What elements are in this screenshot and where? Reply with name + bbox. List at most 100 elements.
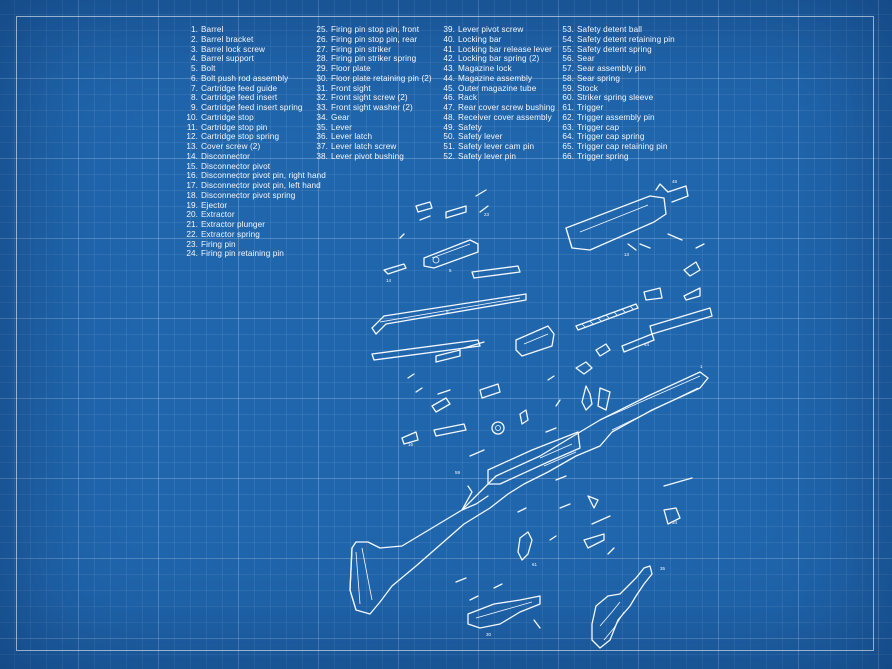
legend-entry: 15.Disconnector pivot: [180, 162, 326, 172]
legend-entry-label: Safety detent ball: [577, 25, 643, 34]
legend-entry: 34.Gear: [310, 113, 432, 123]
legend-entry: 31.Front sight: [310, 84, 432, 94]
legend-entry-label: Cartridge stop spring: [201, 132, 280, 142]
legend-entry-number: 19.: [186, 200, 198, 210]
legend-entry-number: 26.: [316, 34, 328, 44]
legend-entry-label: Rear cover screw bushing: [458, 103, 556, 112]
legend-entry: 43.Magazine lock: [437, 64, 555, 74]
legend-entry-number: 46.: [443, 93, 455, 103]
legend-entry-label: Safety lever pin: [458, 151, 517, 161]
legend-entry: 17.Disconnector pivot pin, left hand: [180, 181, 326, 191]
legend-entry: 3.Barrel lock screw: [180, 45, 326, 55]
legend-entry: 5.Bolt: [180, 64, 326, 74]
legend-entry-label: Firing pin striker spring: [331, 54, 417, 64]
legend-entry-number: 52.: [443, 151, 455, 161]
legend-entry-label: Floor plate: [331, 64, 371, 73]
callout-34: 34: [672, 520, 678, 525]
legend-entry: 26.Firing pin stop pin, rear: [310, 35, 432, 45]
legend-entry-label: Barrel support: [201, 54, 254, 64]
legend-entry-number: 36.: [316, 132, 328, 142]
legend-entry: 57.Sear assembly pin: [556, 64, 675, 74]
legend-entry: 14.Disconnector: [180, 152, 326, 162]
legend-entry: 30.Floor plate retaining pin (2): [310, 74, 432, 84]
legend-entry-number: 21.: [186, 220, 198, 229]
legend-entry-label: Locking bar spring (2): [458, 54, 540, 64]
callout-48: 48: [672, 179, 678, 184]
legend-entry: 56.Sear: [556, 54, 675, 64]
legend-entry: 47.Rear cover screw bushing: [437, 103, 555, 113]
legend-entry: 48.Receiver cover assembly: [437, 113, 555, 123]
legend-entry-label: Receiver cover assembly: [458, 112, 552, 122]
legend-entry-label: Disconnector pivot pin, left hand: [201, 181, 321, 190]
legend-entry-number: 45.: [443, 83, 455, 93]
legend-entry-label: Lever pivot bushing: [331, 151, 404, 161]
outer-magazine-tube: [371, 265, 521, 361]
bolt: 5: [423, 239, 479, 273]
callout-44: 44: [644, 342, 650, 347]
legend-entry-number: 56.: [562, 54, 574, 64]
trigger: 61: [517, 531, 538, 567]
legend-entry-number: 30.: [316, 73, 328, 83]
legend-entry: 7.Cartridge feed guide: [180, 84, 326, 94]
callout-59: 59: [455, 470, 461, 475]
legend-entry-label: Stock: [577, 83, 598, 93]
legend-entry-label: Cartridge feed insert: [201, 93, 278, 103]
legend-entry-label: Lever latch screw: [331, 142, 397, 151]
legend-entry: 58.Sear spring: [556, 74, 675, 84]
legend-entry: 55.Safety detent spring: [556, 45, 675, 55]
legend-entry-label: Lever pivot screw: [458, 25, 524, 34]
legend-entry-number: 4.: [190, 54, 198, 64]
legend-entry-label: Barrel: [201, 25, 224, 34]
legend-entry-number: 43.: [443, 64, 455, 73]
legend-entry-number: 63.: [562, 122, 574, 132]
legend-entry-number: 10.: [186, 112, 198, 122]
legend-entry-number: 16.: [186, 171, 198, 181]
legend-entry-number: 32.: [316, 93, 328, 103]
legend-entry: 10.Cartridge stop: [180, 113, 326, 123]
legend-entry-number: 49.: [443, 122, 455, 132]
legend-entry: 38.Lever pivot bushing: [310, 152, 432, 162]
legend-entry-number: 2.: [190, 34, 198, 44]
legend-entry-number: 47.: [443, 103, 455, 112]
legend-entry: 53.Safety detent ball: [556, 25, 675, 35]
legend-entry-number: 57.: [562, 64, 574, 73]
legend-entry: 59.Stock: [556, 84, 675, 94]
legend-entry-label: Sear assembly pin: [577, 64, 647, 73]
legend-entry-number: 6.: [190, 73, 198, 83]
legend-entry: 60.Striker spring sleeve: [556, 93, 675, 103]
callout-6: 6: [446, 309, 449, 314]
legend-entry: 54.Safety detent retaining pin: [556, 35, 675, 45]
legend-entry-label: Disconnector pivot pin, right hand: [201, 171, 326, 181]
legend-entry-label: Floor plate retaining pin (2): [331, 73, 432, 83]
legend-entry-number: 37.: [316, 142, 328, 151]
legend-entry: 51.Safety lever cam pin: [437, 142, 555, 152]
small-parts: 14 16 23 13 34: [383, 189, 705, 629]
legend-entry-label: Firing pin stop pin, rear: [331, 34, 418, 44]
legend-entry-label: Bolt push rod assembly: [201, 73, 289, 83]
legend-entry-number: 62.: [562, 112, 574, 122]
legend-entry-label: Rack: [458, 93, 478, 103]
legend-entry: 20.Extractor: [180, 210, 326, 220]
legend-entry-label: Firing pin stop pin, front: [331, 25, 420, 34]
legend-entry: 19.Ejector: [180, 201, 326, 211]
legend-entry-number: 31.: [316, 83, 328, 93]
legend-entry: 35.Lever: [310, 123, 432, 133]
legend-entry-label: Cartridge feed guide: [201, 83, 278, 93]
legend-entry: 36.Lever latch: [310, 132, 432, 142]
legend-entry-number: 23.: [186, 239, 198, 249]
legend-entry-label: Cover screw (2): [201, 142, 261, 151]
legend-entry: 27.Firing pin striker: [310, 45, 432, 55]
legend-entry-label: Front sight: [331, 83, 371, 93]
legend-entry: 1.Barrel: [180, 25, 326, 35]
legend-entry-number: 66.: [562, 151, 574, 161]
legend-entry-number: 33.: [316, 103, 328, 112]
rifle-stock-and-barrel: 59 1: [349, 364, 709, 615]
legend-entry-number: 11.: [186, 122, 198, 132]
callout-13: 13: [624, 252, 630, 257]
legend-entry-number: 17.: [186, 181, 198, 190]
receiver-cover-assembly: 48: [565, 179, 689, 251]
legend-entry: 22.Extractor spring: [180, 230, 326, 240]
legend-entry: 41.Locking bar release lever: [437, 45, 555, 55]
legend-entry-number: 12.: [186, 132, 198, 142]
